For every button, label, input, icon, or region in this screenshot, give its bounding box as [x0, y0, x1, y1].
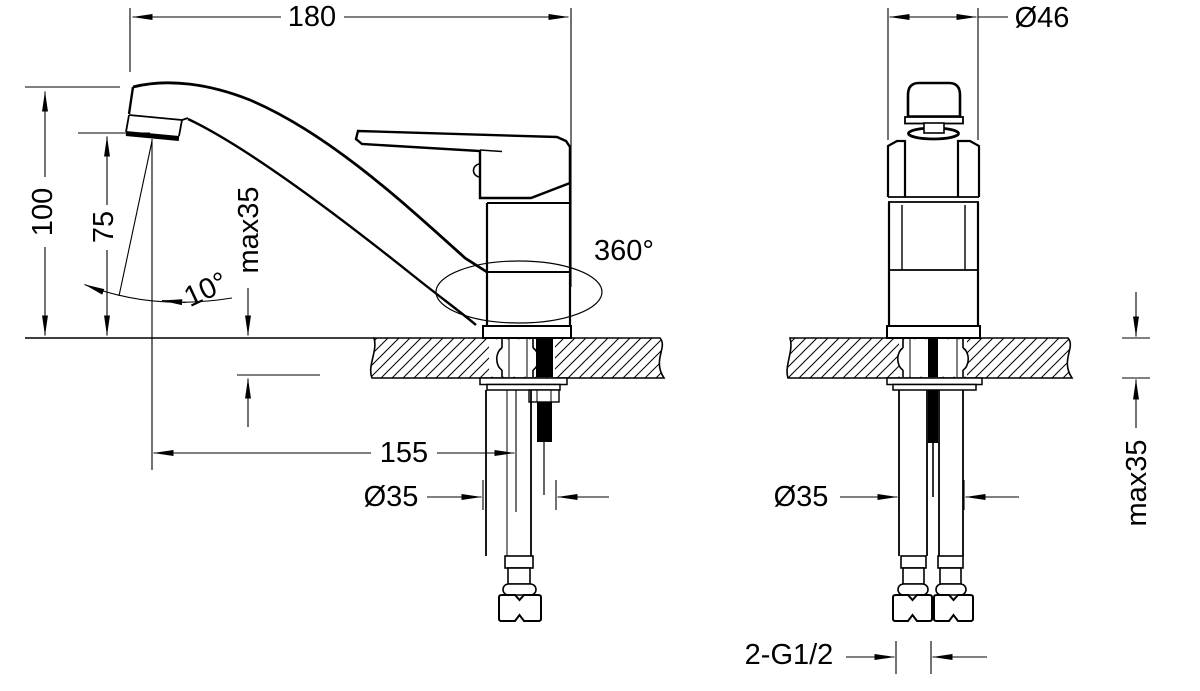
base-flange: [482, 325, 572, 339]
knob-button: [923, 122, 945, 134]
dim-10deg-label: 10°: [179, 266, 232, 314]
dim-total-height-100: 100: [27, 91, 59, 336]
aerator-face: [125, 131, 180, 141]
hose-nut-right-front: [933, 594, 974, 622]
spout-top-edge: [132, 81, 488, 274]
stud-nut: [528, 389, 560, 403]
shoulder-left: [886, 139, 907, 197]
dim-swivel-360: 360°: [594, 235, 654, 267]
supply-hoses-front: [892, 390, 974, 622]
washer-plate-front-lower: [892, 383, 977, 391]
shank-front: [896, 339, 970, 377]
dim-dia46-label: Ø46: [1015, 2, 1070, 34]
hose-bead: [502, 583, 537, 596]
washer-plate-lower: [486, 383, 561, 391]
countertop-side: [369, 337, 666, 379]
front-view-extension-lines: [887, 8, 1150, 674]
dim-max35-side-label: max35: [233, 186, 265, 273]
washer-plate: [479, 377, 568, 386]
dim-dia35-front-label: Ø35: [774, 481, 829, 513]
stud-upper: [536, 339, 553, 377]
dim-body-dia46: Ø46: [889, 2, 1070, 34]
side-view-extension-lines: [25, 8, 572, 512]
dim-hole-dia35-front: Ø35: [774, 481, 1019, 513]
front-view: Ø46 Ø35 max35 2-G1/2: [745, 2, 1153, 674]
stud-upper-front: [928, 339, 938, 377]
dim-100-label: 100: [27, 188, 59, 236]
body-sides: [485, 148, 572, 326]
dim-75-label: 75: [88, 211, 120, 243]
mounting-stud-front: [886, 339, 983, 497]
body-inner-lines: [901, 205, 966, 270]
dim-180-label: 180: [288, 1, 336, 33]
hose-nut: [498, 594, 542, 622]
shank-side: [495, 339, 540, 377]
handle-knob-front: [906, 81, 962, 119]
dim-spout-reach-180: 180: [132, 1, 569, 33]
base-flange-front: [886, 325, 981, 339]
dim-deck-max35-front: max35: [1121, 292, 1153, 527]
side-view: 180 100 75 max35 10°: [25, 1, 666, 622]
oring-bulge-left: [495, 347, 503, 371]
faucet-body-front: [886, 81, 981, 339]
faucet-body-side: [125, 81, 603, 339]
front-view-dimensions: Ø46 Ø35 max35 2-G1/2: [745, 2, 1153, 671]
stud-lower-front: [928, 390, 938, 443]
dim-max35-front-label: max35: [1121, 439, 1153, 526]
handle-index-dot: [472, 163, 481, 178]
hose-nut-left-front: [892, 594, 933, 622]
stud-lower: [537, 402, 552, 442]
dim-hole-dia35-side: Ø35: [364, 481, 609, 513]
washer-plate-front: [886, 377, 983, 386]
aerator-sides: [125, 114, 189, 137]
angle-slant-line: [118, 140, 153, 297]
dim-thread-label: 2-G1/2: [745, 639, 834, 671]
body-joints: [487, 202, 570, 273]
supply-hose-side: [485, 390, 542, 622]
dim-spout-height-75: 75: [88, 136, 120, 336]
handle-underside: [479, 149, 503, 153]
body-sides-front: [887, 202, 980, 326]
dim-tip-to-axis-155: 155: [153, 437, 515, 469]
hose-sleeve: [507, 567, 531, 585]
shoulder-right: [956, 139, 981, 197]
dim-thread-2-g12: 2-G1/2: [745, 639, 987, 671]
spout-bottom-edge: [187, 117, 477, 326]
dim-155-label: 155: [380, 437, 428, 469]
body-joint-front: [888, 196, 979, 203]
mounting-stud-side: [479, 339, 568, 495]
swivel-ellipse: [435, 260, 603, 324]
dim-deck-max35-side: max35: [233, 186, 265, 427]
hose-collar: [504, 555, 534, 569]
spout-head-front: [127, 86, 135, 115]
spout-head-joint: [128, 114, 183, 121]
handle-lever: [354, 129, 572, 200]
side-view-dimensions: 180 100 75 max35 10°: [27, 1, 654, 513]
dim-360-label: 360°: [594, 235, 654, 267]
dim-dia35-side-label: Ø35: [364, 481, 419, 513]
